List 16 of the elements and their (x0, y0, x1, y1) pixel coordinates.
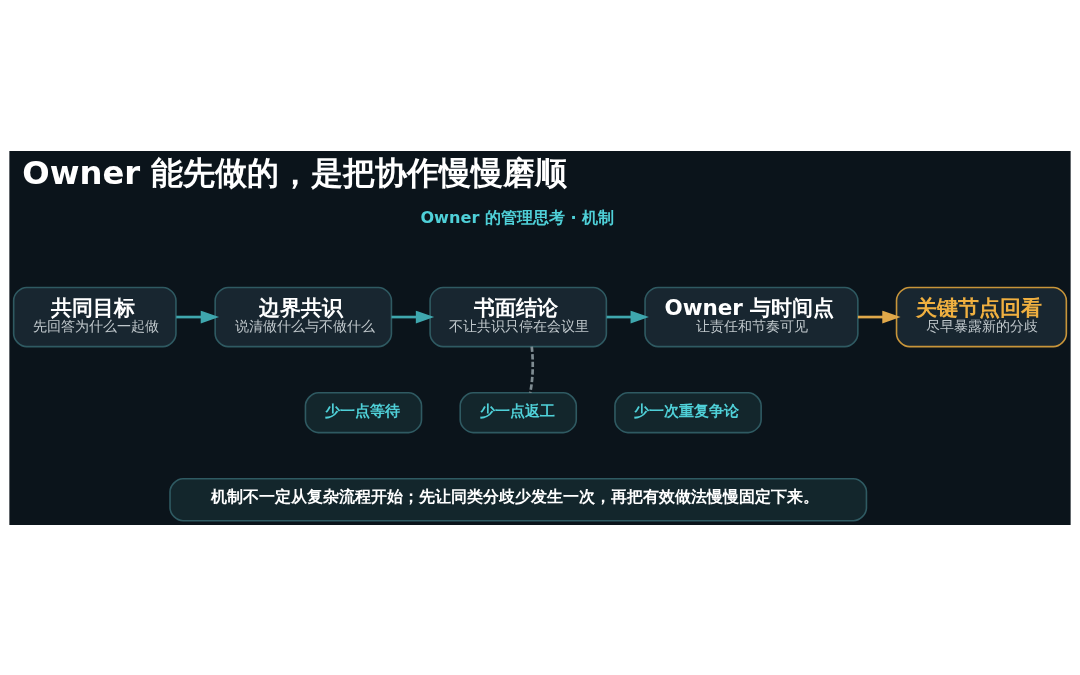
node-box: Owner 与时间点 让责任和节奏可见 (644, 286, 859, 347)
arrow (857, 310, 901, 323)
node-box: 边界共识 说清做什么与不做什么 (214, 286, 393, 347)
node-box: 少一点返工 (459, 391, 578, 433)
label: Owner 的管理思考 · 机制 (420, 207, 615, 227)
arrow (606, 310, 649, 323)
node-box: 书面结论 不让共识只停在会议里 (429, 286, 608, 347)
node-box: 少一点等待 (304, 391, 423, 433)
node-box: 共同目标 先回答为什么一起做 (12, 286, 177, 347)
arrow (176, 310, 219, 323)
diagram-title: Owner 能先做的，是把协作慢慢磨顺 (22, 153, 568, 192)
node-box: 机制不一定从复杂流程开始；先让同类分歧少发生一次，再把有效做法慢慢固定下来。 (169, 477, 868, 521)
node-box: 关键节点回看 尽早暴露新的分歧 (895, 286, 1068, 347)
arrow (391, 310, 435, 323)
node-box: 少一次重复争论 (614, 391, 762, 433)
connector (528, 346, 535, 393)
